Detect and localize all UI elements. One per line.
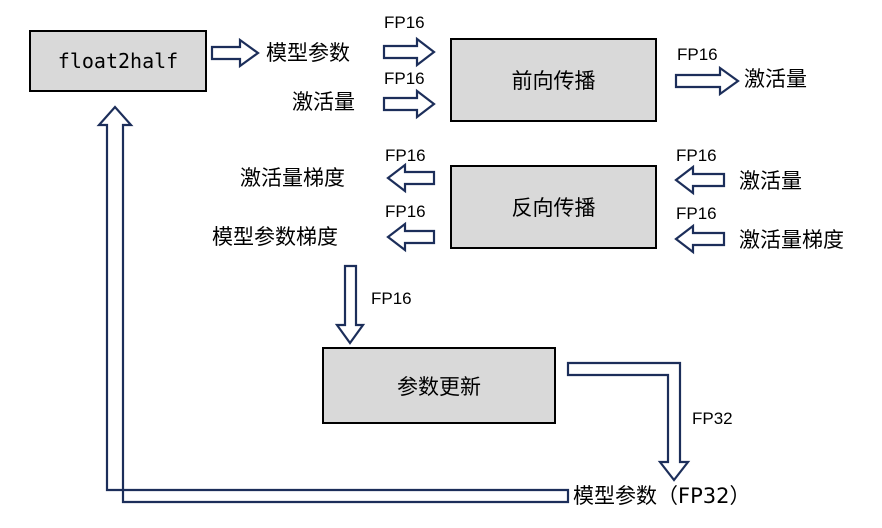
model-params-fp32-label: 模型参数（FP32） — [573, 484, 751, 508]
loop-back-arrow-icon — [96, 105, 570, 504]
arrow-left-icon — [674, 164, 726, 196]
activation-in-fwd-label: 激活量 — [292, 90, 355, 114]
float2half-label: float2half — [57, 49, 179, 73]
fp16-label: FP16 — [676, 204, 717, 223]
activation-grad-out-label: 激活量梯度 — [240, 166, 345, 190]
activation-grad-in-bwd-label: 激活量梯度 — [739, 228, 844, 252]
backward-pass-label: 反向传播 — [511, 196, 596, 220]
fp16-label: FP16 — [676, 146, 717, 165]
fp16-label: FP16 — [385, 146, 426, 165]
arrow-right-icon — [382, 36, 436, 68]
arrow-right-icon — [210, 37, 260, 69]
model-params-label: 模型参数 — [266, 41, 350, 65]
fp16-label: FP16 — [385, 202, 426, 221]
model-param-grad-out-label: 模型参数梯度 — [212, 225, 338, 249]
forward-pass-box: 前向传播 — [450, 38, 657, 122]
arrow-left-icon — [386, 162, 436, 194]
forward-pass-label: 前向传播 — [511, 69, 596, 93]
arrow-left-icon — [386, 221, 436, 253]
fp16-label: FP16 — [677, 45, 718, 64]
activation-out-fwd-label: 激活量 — [744, 67, 807, 91]
parameter-update-label: 参数更新 — [397, 374, 481, 399]
arrow-right-icon — [674, 65, 740, 97]
fp32-label: FP32 — [692, 409, 733, 428]
elbow-arrow-down-icon — [566, 361, 691, 482]
float2half-box: float2half — [29, 30, 207, 92]
backward-pass-box: 反向传播 — [450, 165, 657, 249]
arrow-left-icon — [674, 223, 726, 255]
arrow-right-icon — [382, 88, 436, 120]
activation-in-bwd-label: 激活量 — [739, 169, 802, 193]
arrow-down-icon — [334, 264, 366, 345]
fp16-label: FP16 — [384, 69, 425, 88]
parameter-update-box: 参数更新 — [322, 347, 556, 424]
fp16-label: FP16 — [384, 13, 425, 32]
fp16-label: FP16 — [371, 289, 412, 308]
